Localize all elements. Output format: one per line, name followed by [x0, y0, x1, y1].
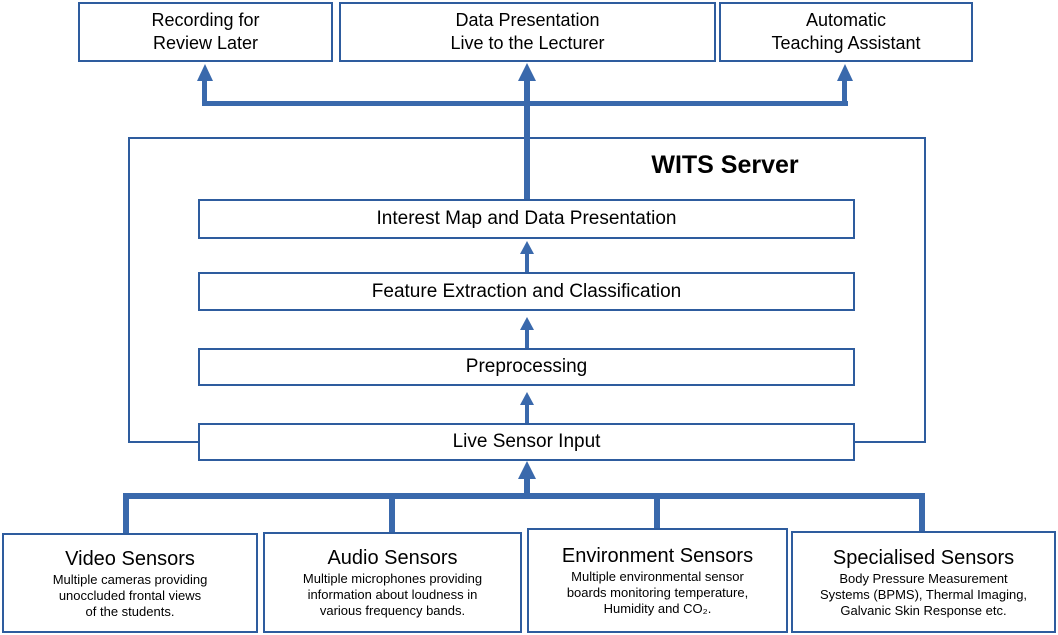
- pipeline-box-interest-map-label: Interest Map and Data Presentation: [376, 208, 677, 229]
- connector-line: [842, 79, 847, 103]
- output-box-recording-label: Recording for Review Later: [151, 10, 260, 53]
- pipeline-box-preprocessing-label: Preprocessing: [465, 356, 588, 377]
- arrow-up-icon: [518, 461, 536, 479]
- arrow-up-icon: [520, 392, 534, 405]
- sensor-box-environment-description: Multiple environmental sensor boards mon…: [566, 569, 749, 616]
- output-box-recording: Recording for Review Later: [78, 2, 333, 62]
- connector-line: [919, 493, 925, 531]
- sensor-box-specialised: Specialised Sensors Body Pressure Measur…: [791, 531, 1056, 633]
- sensor-box-specialised-title: Specialised Sensors: [832, 546, 1015, 569]
- connector-line: [525, 328, 529, 348]
- pipeline-box-feature-extraction: Feature Extraction and Classification: [198, 272, 855, 311]
- sensor-box-audio-description: Multiple microphones providing informati…: [302, 571, 483, 618]
- sensor-box-video: Video Sensors Multiple cameras providing…: [2, 533, 258, 633]
- sensor-box-specialised-description: Body Pressure Measurement Systems (BPMS)…: [819, 570, 1028, 618]
- pipeline-box-feature-extraction-label: Feature Extraction and Classification: [371, 280, 682, 302]
- arrow-up-icon: [520, 241, 534, 254]
- connector-line: [524, 79, 530, 199]
- sensor-bus-line: [123, 493, 925, 499]
- output-box-presentation-label: Data Presentation Live to the Lecturer: [450, 10, 605, 53]
- sensor-box-video-title: Video Sensors: [65, 547, 195, 570]
- sensor-box-video-description: Multiple cameras providing unoccluded fr…: [52, 571, 208, 619]
- pipeline-box-live-sensor-input: Live Sensor Input: [198, 423, 855, 461]
- arrow-up-icon: [518, 63, 536, 81]
- connector-line: [123, 493, 129, 533]
- sensor-box-environment-title: Environment Sensors: [561, 545, 754, 567]
- output-box-automatic-label: Automatic Teaching Assistant: [771, 10, 921, 53]
- arrow-up-icon: [197, 64, 213, 81]
- output-box-presentation: Data Presentation Live to the Lecturer: [339, 2, 716, 62]
- wits-server-title: WITS Server: [651, 151, 799, 179]
- sensor-box-environment: Environment Sensors Multiple environment…: [527, 528, 788, 633]
- arrow-up-icon: [520, 317, 534, 330]
- connector-line: [389, 493, 395, 532]
- pipeline-box-preprocessing: Preprocessing: [198, 348, 855, 386]
- sensor-box-audio-title: Audio Sensors: [327, 547, 458, 569]
- arrow-up-icon: [837, 64, 853, 81]
- sensor-box-audio: Audio Sensors Multiple microphones provi…: [263, 532, 522, 633]
- connector-line: [654, 493, 660, 528]
- connector-line: [524, 474, 530, 493]
- connector-line: [525, 404, 529, 423]
- connector-line: [202, 79, 207, 103]
- output-box-automatic: Automatic Teaching Assistant: [719, 2, 973, 62]
- connector-line: [525, 252, 529, 272]
- pipeline-box-interest-map: Interest Map and Data Presentation: [198, 199, 855, 239]
- pipeline-box-live-sensor-input-label: Live Sensor Input: [452, 431, 601, 452]
